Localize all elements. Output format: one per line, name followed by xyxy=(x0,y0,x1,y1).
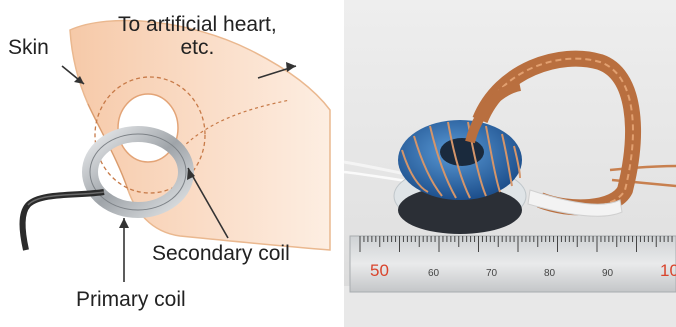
ruler-number: 60 xyxy=(428,268,440,279)
secondary-coil-label: Secondary coil xyxy=(152,242,290,265)
primary-coil-label: Primary coil xyxy=(76,288,186,311)
heart-label-line2: etc. xyxy=(118,36,277,59)
ruler-number: 70 xyxy=(486,268,498,279)
ruler-number: 100 xyxy=(660,261,676,280)
coil-photo xyxy=(344,0,676,327)
skin-label: Skin xyxy=(8,36,49,59)
ruler-number: 90 xyxy=(602,268,614,279)
heart-label-line1: To artificial heart, xyxy=(118,13,277,36)
ruler-number: 80 xyxy=(544,268,556,279)
ruler-number: 50 xyxy=(370,261,389,280)
ruler xyxy=(350,236,676,292)
heart-label: To artificial heart, etc. xyxy=(118,13,277,59)
